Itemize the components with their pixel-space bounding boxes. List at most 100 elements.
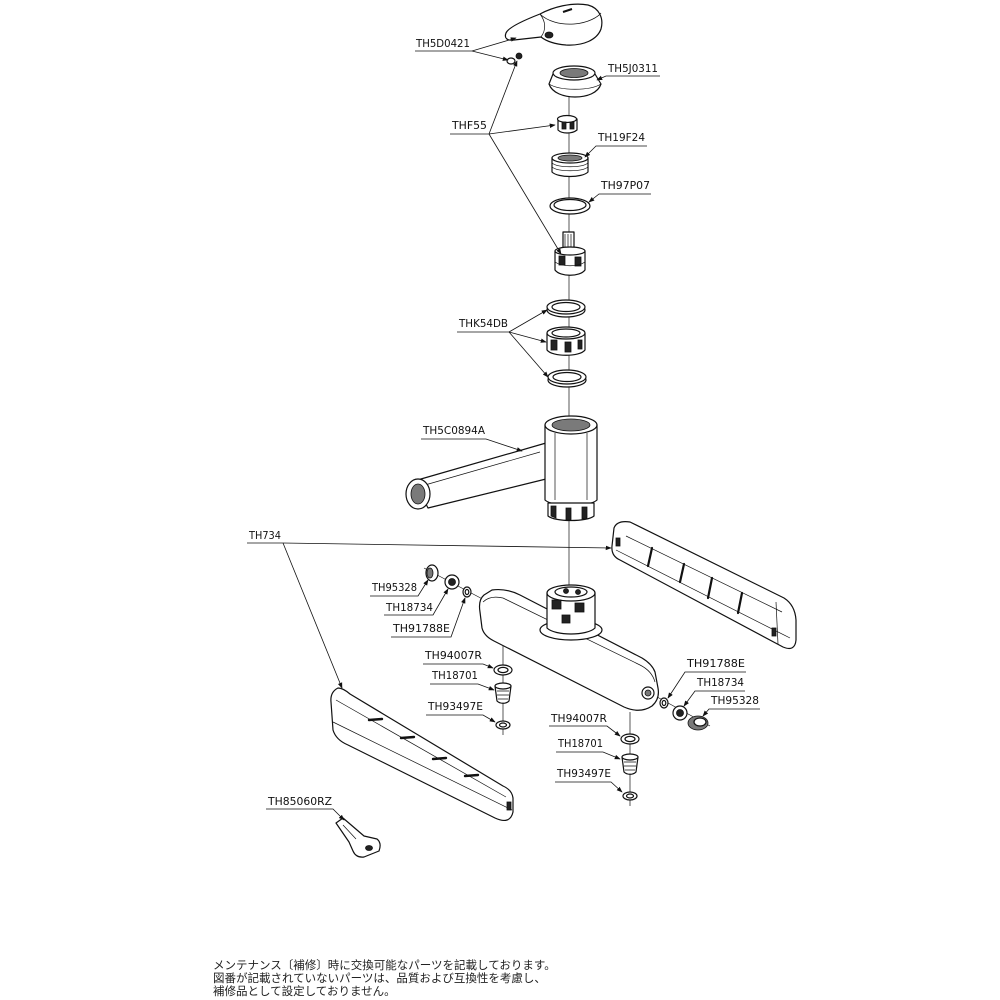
seal-ring-lower-hole — [552, 371, 582, 383]
maintenance-note: メンテナンス〔補修〕時に交換可能なパーツを記載しております。 図番が記載されてい… — [213, 958, 556, 998]
leader-line — [508, 331, 547, 343]
callout-label: TH18701 — [557, 737, 603, 750]
spout-column-bore — [551, 418, 591, 432]
callout-spout: TH5C0894A — [421, 424, 523, 452]
callout-label: TH95328 — [710, 694, 759, 707]
leader-line — [430, 683, 495, 691]
spacer-window — [564, 341, 572, 353]
lever-handle-body — [504, 3, 603, 46]
cap-ring-hole — [559, 68, 589, 78]
callout-left-o-ring: TH93497E — [426, 700, 496, 723]
washer-hole — [464, 588, 470, 596]
leader-line — [282, 542, 612, 551]
base-column-hole — [575, 589, 581, 595]
right-cover-body — [611, 521, 797, 650]
cover-pin — [463, 773, 480, 778]
screw-cap-shape — [506, 57, 516, 65]
bushing-top — [556, 114, 578, 124]
spacer-hole — [551, 328, 581, 338]
callout-label: TH19F24 — [597, 131, 645, 144]
callout-label: TH93497E — [556, 767, 611, 780]
lever-handle — [504, 3, 603, 46]
ring-inner — [553, 198, 587, 212]
cover-pin — [736, 591, 744, 615]
left-packing — [493, 664, 513, 676]
leader-line — [423, 663, 494, 669]
end-cap-face — [426, 567, 434, 579]
spout-arm — [413, 442, 547, 509]
cover-pin — [399, 735, 416, 740]
ring — [549, 197, 591, 215]
wrench-body — [335, 817, 381, 858]
right-nut — [672, 705, 688, 721]
nut-thread — [551, 166, 589, 172]
leader-line — [508, 331, 549, 378]
leader-line — [555, 781, 623, 793]
cartridge-port — [574, 256, 582, 267]
callout-label: TH5C0894A — [422, 424, 485, 437]
cover-pin — [431, 756, 448, 761]
right-cover-pins — [646, 546, 744, 615]
left-nut — [444, 574, 460, 590]
callout-label: TH5J0311 — [607, 62, 658, 75]
right-o-ring — [622, 791, 638, 801]
base-column-port — [551, 599, 562, 610]
spout-column-highlight — [554, 433, 588, 500]
leader-line — [426, 714, 496, 723]
leader-line — [549, 725, 621, 737]
left-cover-ridge — [335, 699, 507, 798]
cover-pin — [367, 717, 384, 722]
leader-line — [488, 133, 562, 255]
handle-screw-cap — [506, 57, 516, 65]
leader-line — [384, 588, 449, 616]
callout-label: TH18701 — [431, 669, 478, 682]
strainer-top — [621, 753, 639, 761]
callout-left-washer: TH91788E — [391, 597, 466, 638]
leader-line — [488, 123, 556, 135]
bushing-notch — [561, 121, 567, 130]
strainer-top — [494, 682, 512, 690]
right-washer — [659, 697, 669, 709]
leader-line — [508, 309, 548, 333]
spout-arm-highlight — [424, 451, 541, 486]
callout-left-strainer: TH18701 — [430, 669, 495, 691]
leader-line — [421, 438, 523, 452]
spout-thread-stripe — [550, 505, 557, 519]
lever-handle-edge — [539, 13, 545, 38]
cover-pin — [706, 576, 714, 600]
seal-set — [546, 299, 587, 388]
nut-thread — [551, 162, 589, 168]
leader-line — [596, 75, 660, 81]
cover-pin — [646, 546, 654, 568]
right-cover-lip — [615, 549, 791, 639]
seal-ring-upper-hole — [551, 301, 581, 313]
leader-line — [282, 542, 343, 689]
cartridge — [554, 231, 586, 276]
base-column-hole — [563, 588, 569, 594]
right-end-cap — [687, 715, 709, 731]
callout-label: TH97P07 — [600, 179, 650, 192]
callout-label: TH734 — [248, 529, 281, 542]
leader-line — [702, 708, 760, 717]
left-cover-body — [330, 687, 514, 822]
callout-label: THF55 — [451, 119, 487, 132]
nut-bore — [676, 709, 684, 717]
wrench-hole — [365, 845, 373, 851]
callout-label: TH5D0421 — [415, 37, 470, 50]
stem-serration — [564, 234, 572, 248]
leader-line — [488, 60, 518, 135]
left-cover — [330, 687, 514, 822]
wrench-edge — [342, 824, 357, 840]
callout-label: TH95328 — [371, 581, 417, 594]
lever-handle-edge — [539, 12, 602, 25]
base-column-port — [561, 614, 571, 624]
callout-lever-handle: TH5D0421 — [415, 37, 517, 61]
note-line: メンテナンス〔補修〕時に交換可能なパーツを記載しております。 — [213, 958, 556, 972]
leader-line — [471, 50, 509, 61]
base-column-seat — [554, 586, 588, 598]
right-strainer — [621, 753, 639, 775]
handle-logo-mark — [562, 8, 573, 13]
end-cap-face — [693, 717, 707, 727]
callout-right-washer: TH91788E — [667, 657, 746, 699]
